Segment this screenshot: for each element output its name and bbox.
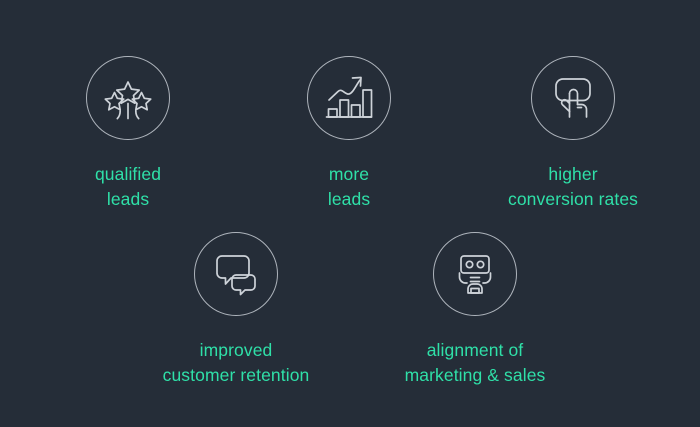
icon-circle: [86, 56, 170, 140]
benefit-item-alignment-marketing-sales: alignment of marketing & sales: [355, 232, 595, 388]
benefit-caption: higher conversion rates: [508, 162, 638, 212]
click-hand-cursor-icon: [548, 73, 598, 123]
benefit-item-higher-conversion-rates: higher conversion rates: [453, 56, 693, 212]
benefit-caption: qualified leads: [95, 162, 161, 212]
caption-line-2: conversion rates: [508, 189, 638, 209]
benefit-caption: more leads: [328, 162, 370, 212]
benefit-item-improved-customer-retention: improved customer retention: [116, 232, 356, 388]
robot-icon: [450, 249, 500, 299]
caption-line-1: higher: [548, 164, 598, 184]
icon-circle: [307, 56, 391, 140]
fireworks-stars-icon: [103, 73, 153, 123]
icon-circle: [194, 232, 278, 316]
caption-line-1: improved: [199, 340, 273, 360]
growth-bar-chart-icon: [324, 73, 374, 123]
benefit-caption: alignment of marketing & sales: [405, 338, 546, 388]
benefit-caption: improved customer retention: [163, 338, 310, 388]
caption-line-2: leads: [106, 189, 150, 209]
caption-line-1: alignment of: [426, 340, 524, 360]
caption-line-2: leads: [327, 189, 371, 209]
caption-line-1: qualified: [94, 164, 162, 184]
speech-bubbles-icon: [211, 249, 261, 299]
icon-circle: [531, 56, 615, 140]
icon-circle: [433, 232, 517, 316]
benefit-item-qualified-leads: qualified leads: [8, 56, 248, 212]
caption-line-1: more: [328, 164, 370, 184]
caption-line-2: customer retention: [162, 365, 310, 385]
caption-line-2: marketing & sales: [404, 365, 546, 385]
benefit-item-more-leads: more leads: [229, 56, 469, 212]
